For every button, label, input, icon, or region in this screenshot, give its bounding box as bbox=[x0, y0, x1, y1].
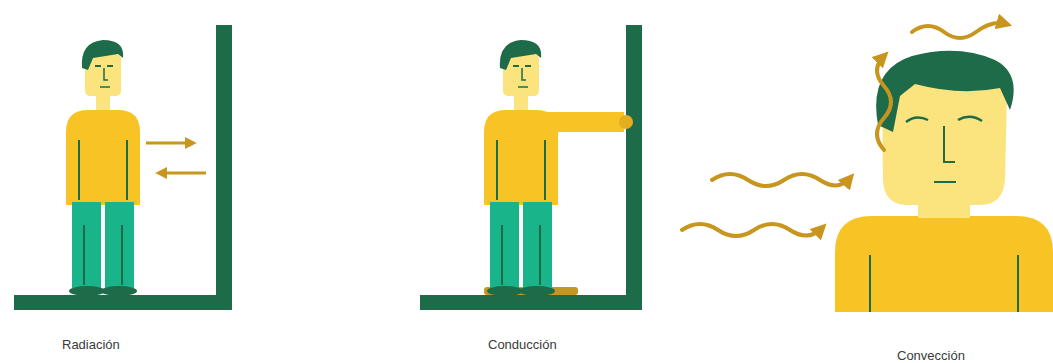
air-flow-arrow bbox=[682, 224, 822, 236]
wall bbox=[216, 25, 232, 310]
rising-air-arrow bbox=[912, 23, 1006, 38]
eye bbox=[958, 117, 982, 121]
scene-caption: Convección bbox=[897, 348, 965, 363]
person-figure bbox=[66, 40, 140, 296]
nose bbox=[944, 126, 955, 162]
radiation-arrow bbox=[146, 142, 192, 145]
air-flow-arrow bbox=[712, 174, 850, 186]
outstretched-arm bbox=[540, 112, 624, 132]
hand-contact bbox=[619, 115, 633, 129]
radiation-arrow bbox=[160, 172, 206, 175]
scene-caption: Radiación bbox=[62, 337, 120, 353]
person-figure bbox=[484, 40, 558, 296]
shoulders bbox=[835, 216, 1053, 312]
hair bbox=[876, 51, 1014, 132]
arm-line bbox=[1017, 255, 1019, 312]
rising-air-arrow bbox=[877, 56, 891, 150]
floor bbox=[14, 295, 232, 310]
wall bbox=[626, 25, 642, 310]
mouth bbox=[934, 181, 956, 183]
floor bbox=[420, 295, 642, 310]
scene-caption: Conducción bbox=[488, 337, 557, 353]
arm-line bbox=[869, 255, 871, 312]
eye bbox=[906, 117, 928, 122]
